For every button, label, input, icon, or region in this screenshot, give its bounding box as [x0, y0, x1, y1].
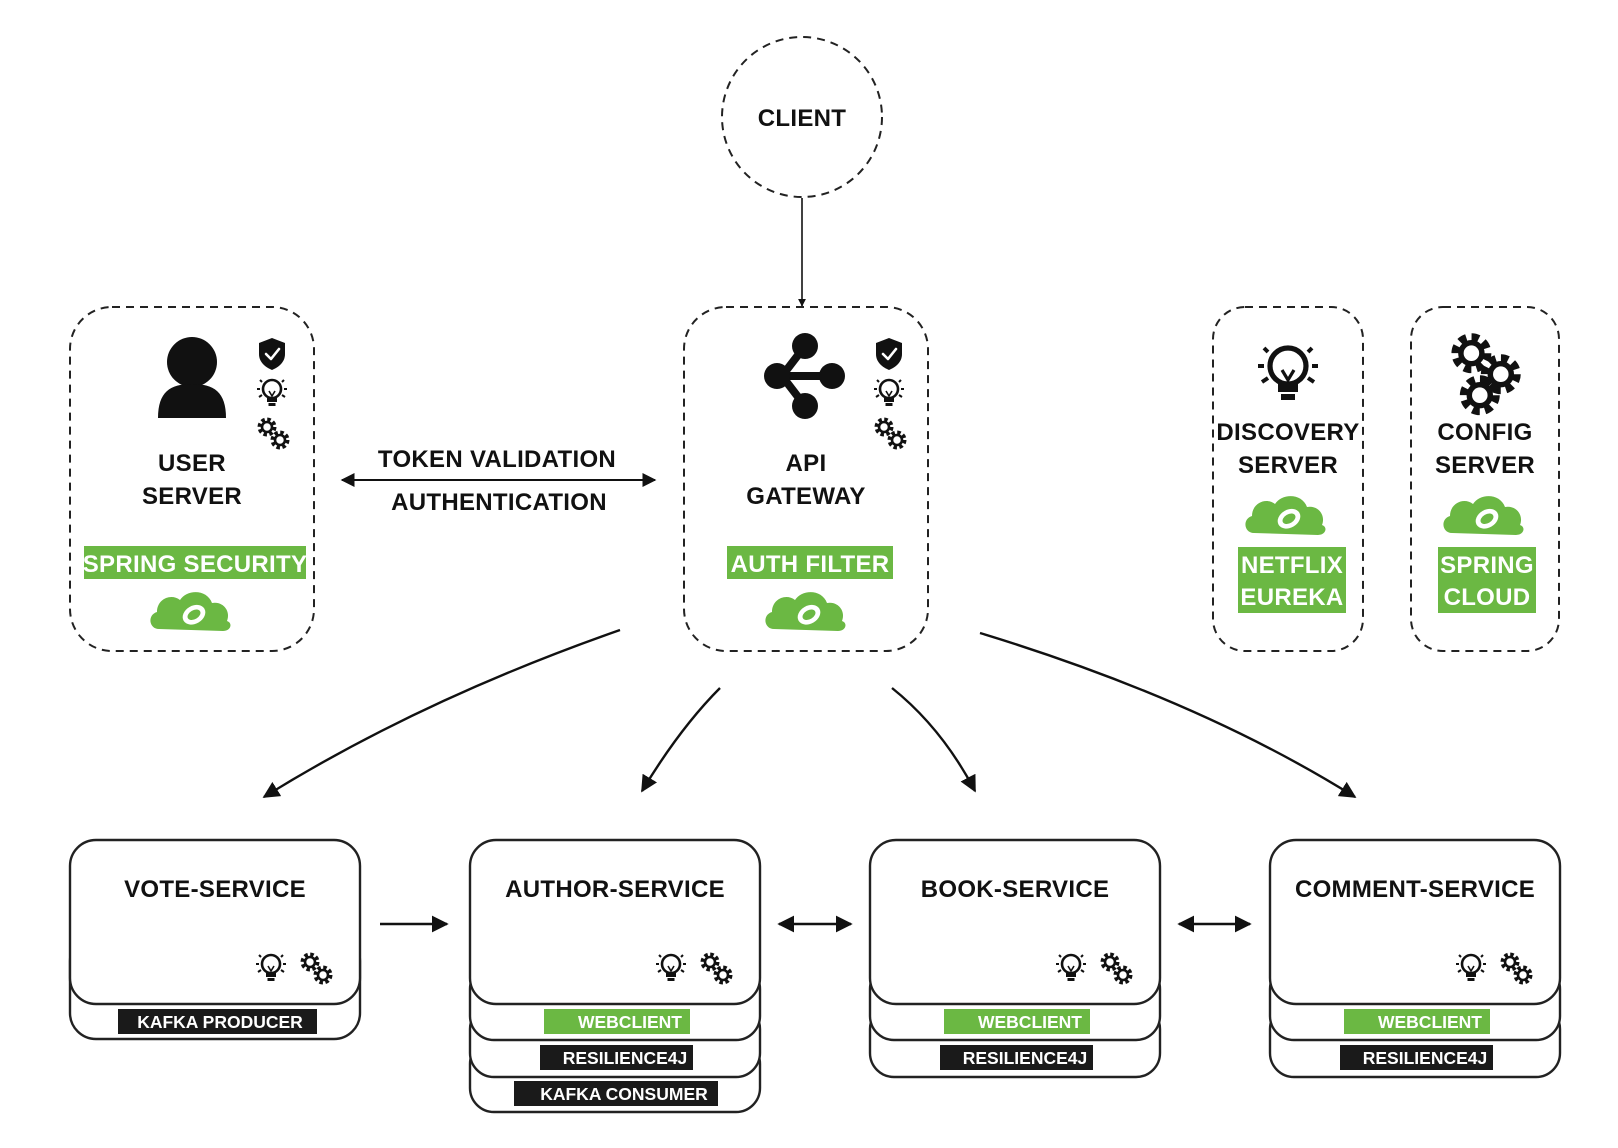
- webclient-badge: WEBCLIENT: [978, 1012, 1082, 1032]
- gateway-to-vote-arrow: [262, 628, 621, 799]
- client-label: CLIENT: [758, 105, 846, 132]
- spring-leaf-icon: [1245, 496, 1326, 535]
- token-validation-label: TOKEN VALIDATION: [378, 446, 616, 473]
- discovery-title-1: DISCOVERY: [1216, 419, 1359, 446]
- webclient-badge: WEBCLIENT: [1378, 1012, 1482, 1032]
- lightbulb-icon: [872, 378, 906, 408]
- comment-service-title: COMMENT-SERVICE: [1295, 876, 1535, 903]
- discovery-title-2: SERVER: [1238, 452, 1338, 479]
- book-service-title: BOOK-SERVICE: [921, 876, 1110, 903]
- share-nodes-icon: [764, 333, 845, 419]
- gateway-title-2: GATEWAY: [746, 483, 865, 510]
- discovery-server-node: DISCOVERY SERVER NETFLIX EUREKA: [1212, 306, 1364, 652]
- spring-leaf-icon: [150, 592, 231, 631]
- netflix-badge: NETFLIX: [1241, 552, 1343, 579]
- gateway-to-book-arrow: [891, 687, 977, 793]
- gears-icon: [260, 420, 287, 447]
- gateway-to-author-arrow: [640, 687, 721, 793]
- kafka-consumer-badge: KAFKA CONSUMER: [540, 1084, 708, 1104]
- resilience4j-badge: RESILIENCE4J: [1363, 1048, 1487, 1068]
- spring-badge: SPRING: [1440, 552, 1534, 579]
- gears-icon: [1457, 339, 1516, 410]
- eureka-badge: EUREKA: [1240, 584, 1343, 611]
- shield-check-icon: [257, 336, 287, 372]
- lightbulb-icon: [255, 378, 289, 408]
- spring-leaf-icon: [765, 592, 846, 631]
- spring-security-badge: SPRING SECURITY: [83, 551, 308, 578]
- gateway-to-comment-arrow: [979, 631, 1357, 799]
- shield-check-icon: [874, 336, 904, 372]
- authentication-label: AUTHENTICATION: [391, 489, 607, 516]
- vote-service-title: VOTE-SERVICE: [124, 876, 306, 903]
- api-gateway-node: API GATEWAY AUTH FILTER: [683, 306, 929, 652]
- webclient-badge: WEBCLIENT: [578, 1012, 682, 1032]
- config-title-2: SERVER: [1435, 452, 1535, 479]
- kafka-producer-badge: KAFKA PRODUCER: [137, 1012, 303, 1032]
- author-service-node: AUTHOR-SERVICE WEBCLIENT RESILIENCE4J KA…: [468, 838, 762, 1114]
- author-service-title: AUTHOR-SERVICE: [505, 876, 725, 903]
- config-title-1: CONFIG: [1437, 419, 1532, 446]
- user-server-title-1: USER: [158, 450, 226, 477]
- cloud-badge: CLOUD: [1444, 584, 1531, 611]
- client-node: CLIENT: [721, 36, 883, 198]
- user-server-title-2: SERVER: [142, 483, 242, 510]
- comment-service-node: COMMENT-SERVICE WEBCLIENT RESILIENCE4J: [1268, 838, 1562, 1079]
- vote-service-node: VOTE-SERVICE KAFKA PRODUCER: [68, 838, 362, 1041]
- gateway-title-1: API: [786, 450, 827, 477]
- gears-icon: [877, 420, 904, 447]
- auth-filter-badge: AUTH FILTER: [731, 551, 890, 578]
- config-server-node: CONFIG SERVER SPRING CLOUD: [1410, 306, 1560, 652]
- resilience4j-badge: RESILIENCE4J: [963, 1048, 1087, 1068]
- user-icon: [158, 337, 226, 418]
- book-service-node: BOOK-SERVICE WEBCLIENT RESILIENCE4J: [868, 838, 1162, 1079]
- spring-leaf-icon: [1443, 496, 1524, 535]
- user-server-node: USER SERVER SPRING SECURITY: [69, 306, 315, 652]
- lightbulb-icon: [1258, 348, 1318, 400]
- resilience4j-badge: RESILIENCE4J: [563, 1048, 687, 1068]
